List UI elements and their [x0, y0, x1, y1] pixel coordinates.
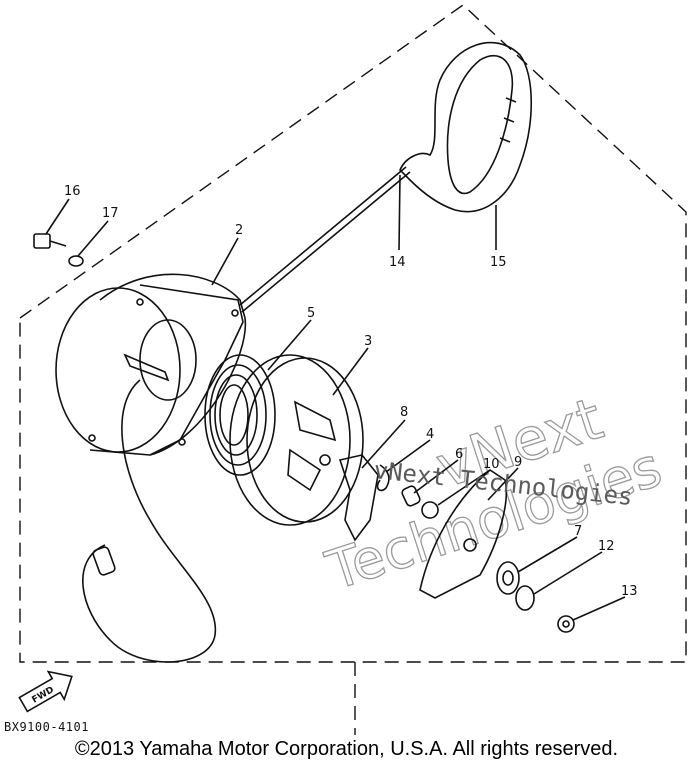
plate-hole	[463, 538, 477, 552]
washer-part-12	[515, 585, 535, 611]
washer-part-10	[421, 501, 439, 519]
cable-connector	[92, 546, 116, 576]
leader-lines	[45, 174, 626, 621]
part-number-7: 7	[574, 524, 582, 539]
part-number-4: 4	[426, 427, 434, 442]
housing-part-2	[55, 273, 247, 456]
part-number-2: 2	[235, 223, 243, 238]
reference-code: BX9100-4101	[4, 720, 89, 734]
diagram-boundary	[19, 4, 687, 663]
part-number-10: 10	[483, 457, 500, 472]
pawl-part-8	[338, 454, 379, 542]
part-number-8: 8	[400, 405, 408, 420]
plate-part-9	[419, 468, 508, 599]
bolt-part-16	[33, 233, 67, 249]
spring-part-4	[376, 464, 390, 492]
part-number-15: 15	[490, 255, 507, 270]
nut-part-13-inner	[562, 620, 570, 628]
copyright-notice: ©2013 Yamaha Motor Corporation, U.S.A. A…	[74, 738, 619, 760]
collar-part-6	[401, 485, 421, 507]
nut-part-13	[557, 615, 575, 633]
washer-part-17	[68, 255, 84, 267]
part-number-3: 3	[364, 334, 372, 349]
washer-part-7	[496, 561, 520, 595]
coil-cable	[82, 379, 217, 663]
part-number-13: 13	[621, 584, 638, 599]
part-number-9: 9	[514, 455, 522, 470]
handle-part-15	[399, 41, 532, 213]
part-number-6: 6	[455, 447, 463, 462]
fwd-arrow-icon: FWD	[18, 670, 73, 713]
washer-part-7-inner	[502, 570, 514, 586]
reel-part-3	[229, 354, 364, 526]
part-number-14: 14	[389, 255, 406, 270]
part-number-16: 16	[64, 184, 81, 199]
part-number-17: 17	[102, 206, 119, 221]
spring-part-5	[204, 354, 276, 476]
part-number-12: 12	[598, 539, 615, 554]
rope-part-14	[239, 166, 411, 313]
part-number-5: 5	[307, 306, 315, 321]
